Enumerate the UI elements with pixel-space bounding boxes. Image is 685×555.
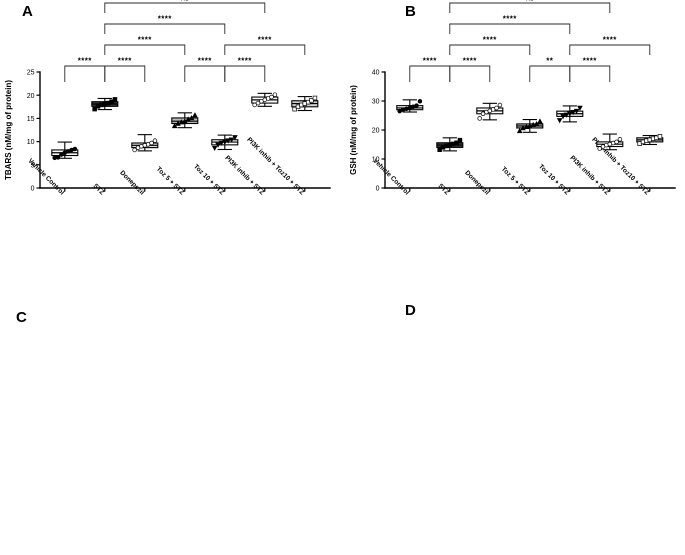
significance-label: **** [583,57,598,66]
significance-label: **** [503,15,518,24]
y-tick-label: 25 [27,70,35,77]
significance-bracket: **** [224,57,266,82]
significance-label: **** [258,36,273,45]
x-category-label: Toz 5 + STZ [500,166,531,197]
box-plot-group [211,134,239,152]
x-category-label: Donepezil [463,169,490,196]
box-plot-group [171,112,199,129]
x-category-label: Toz 5 + STZ [155,166,186,197]
box-plot-group [51,141,79,161]
plot-area-d: 01020304050Catalase (nM/mg of protein)Ve… [345,285,685,555]
box-plot-group [91,97,119,112]
box-plot-group [291,95,319,112]
significance-bracket: ns [449,0,611,13]
significance-label: **** [483,36,498,45]
significance-label: **** [463,57,478,66]
chart-c: 020406080100SOD (U/mg protein)Vehicle Co… [0,285,345,555]
panel-letter-b: B [405,3,416,20]
significance-label: **** [603,36,618,45]
significance-bracket: **** [449,15,571,34]
y-tick-label: 20 [27,93,35,100]
y-tick-label: 0 [376,186,380,193]
x-category-label: STZ [92,183,106,197]
panel-letter-d: D [405,302,416,319]
box-plot-group [131,134,159,153]
significance-bracket: **** [104,36,186,55]
box-plot-group [516,118,544,134]
plot-area-c: 020406080100SOD (U/mg protein)Vehicle Co… [0,285,345,555]
x-category-label: PI3K inhib + STZ [568,155,610,197]
y-tick-label: 5 [31,162,35,169]
box-plot-group [436,137,464,152]
panel-c: C 020406080100SOD (U/mg protein)Vehicle … [0,285,345,555]
significance-bracket: ns [104,0,266,13]
significance-label: **** [78,57,93,66]
x-category-label: Toz 10 + STZ [192,163,225,196]
x-category-label: Toz 10 + STZ [537,163,570,196]
significance-label: **** [198,57,213,66]
significance-label: ** [546,57,554,66]
box-plot-group [636,134,664,146]
y-tick-label: 40 [372,70,380,77]
chart-d: 01020304050Catalase (nM/mg of protein)Ve… [345,285,685,555]
y-tick-label: 0 [31,186,35,193]
significance-bracket: **** [184,57,226,82]
significance-bracket: **** [409,57,451,82]
significance-bracket: **** [569,57,611,82]
significance-label: **** [138,36,153,45]
x-category-label: Donepezil [118,169,145,196]
box-plot-group [396,99,424,114]
significance-label: **** [158,15,173,24]
significance-label: ns [526,0,534,3]
y-axis-title: TBARS (nM/mg of protein) [4,80,13,180]
significance-label: **** [238,57,253,66]
significance-label: **** [118,57,133,66]
box-plot-group [596,133,624,151]
significance-bracket: **** [569,36,651,55]
box-plot-group [556,105,584,124]
y-tick-label: 10 [27,139,35,146]
panel-letter-a: A [22,3,33,20]
y-tick-label: 10 [372,157,380,164]
significance-bracket: **** [449,57,491,82]
significance-label: ns [181,0,189,3]
significance-bracket: **** [224,36,306,55]
y-tick-label: 20 [372,128,380,135]
x-category-label: PI3K inhib + STZ [223,155,265,197]
y-tick-label: 15 [27,116,35,123]
significance-label: **** [423,57,438,66]
panel-d: D 01020304050Catalase (nM/mg of protein)… [345,285,685,555]
y-axis-title: GSH (nM/mg of protein) [349,85,358,175]
significance-bracket: **** [64,57,106,82]
panel-letter-c: C [16,309,27,326]
significance-bracket: ** [529,57,571,82]
significance-bracket: **** [104,15,226,34]
significance-bracket: **** [449,36,531,55]
box-plot-group [251,92,279,108]
y-tick-label: 30 [372,99,380,106]
x-category-label: STZ [437,183,451,197]
significance-bracket: **** [104,57,146,82]
box-plot-group [476,102,504,121]
